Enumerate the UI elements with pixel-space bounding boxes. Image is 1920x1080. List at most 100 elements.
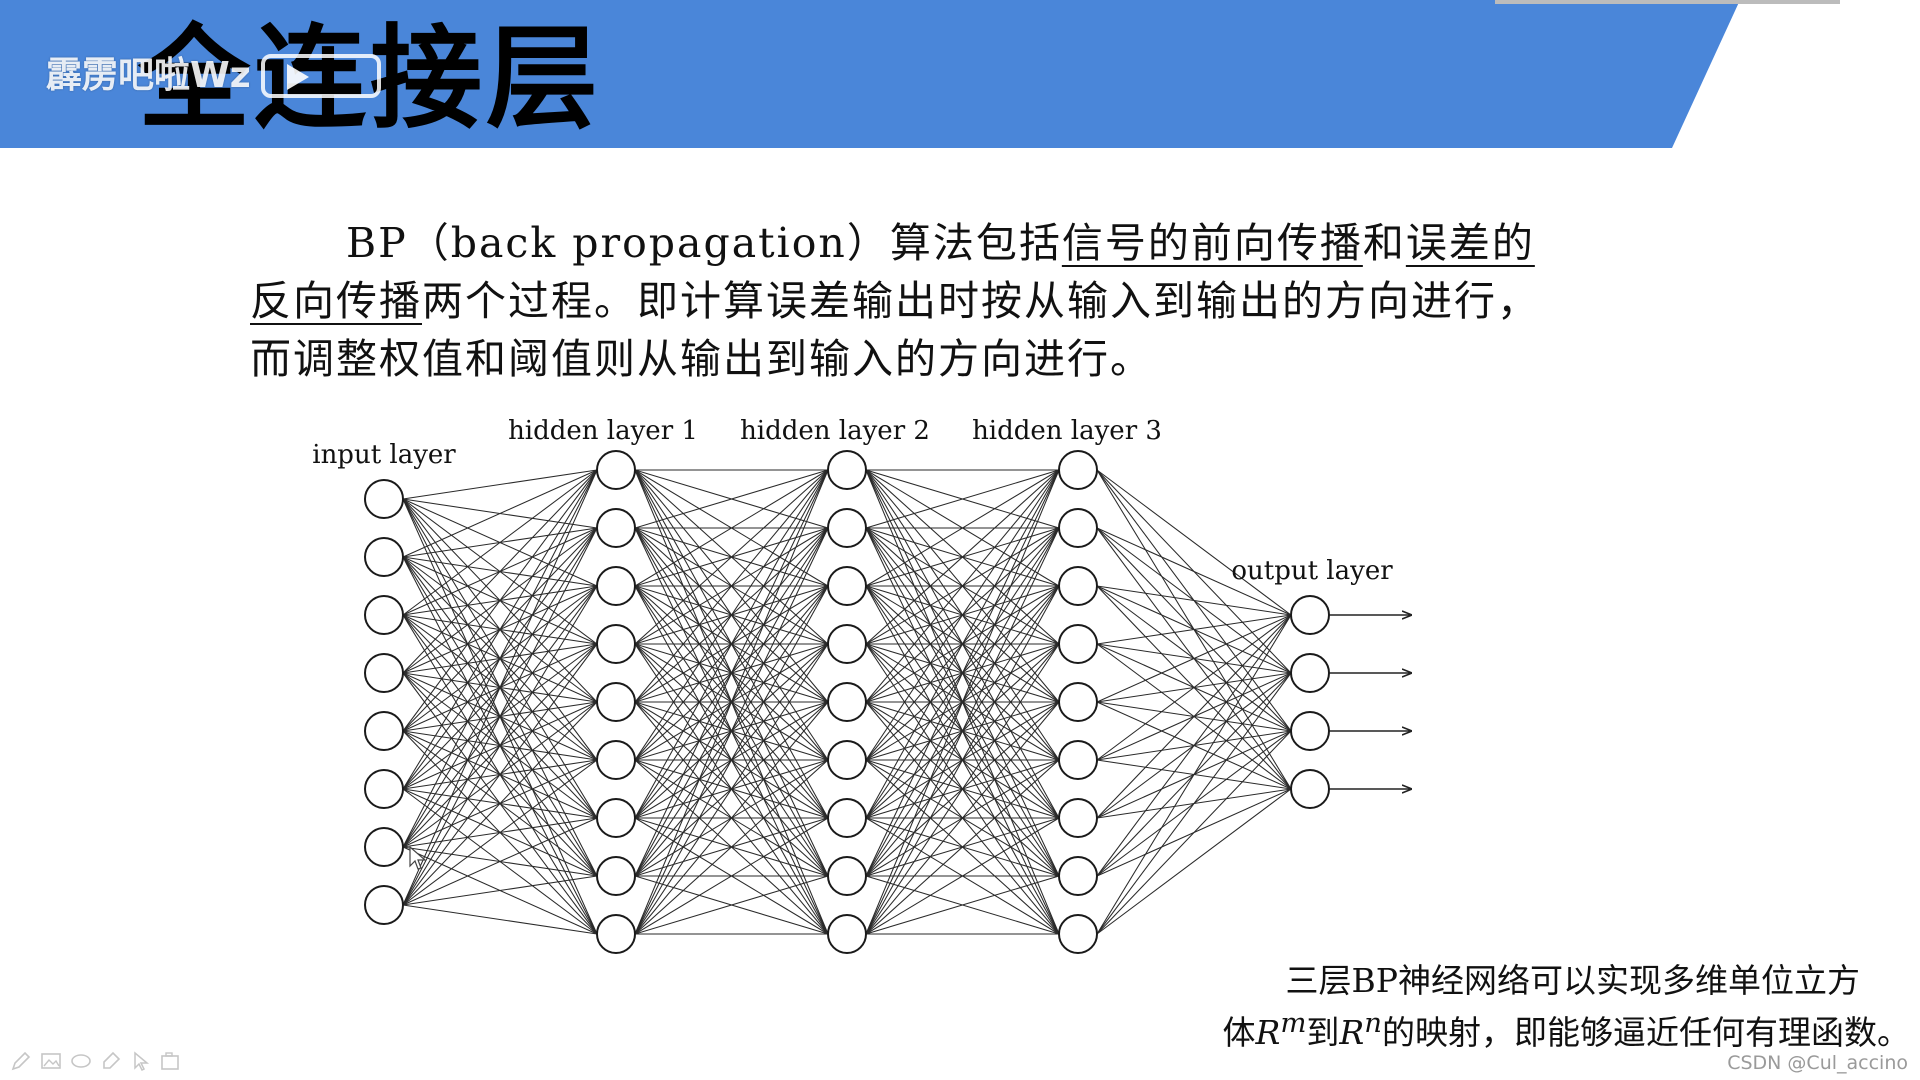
neuron-node	[1058, 566, 1098, 606]
math-sup-m: m	[1280, 1007, 1307, 1039]
neuron-node	[364, 827, 404, 867]
layer-label: hidden layer 2	[740, 416, 930, 446]
neuron-node	[827, 856, 867, 896]
neuron-node	[364, 653, 404, 693]
connection-edge	[634, 469, 829, 877]
header-shape	[0, 0, 1840, 148]
connection-edge	[634, 469, 829, 587]
connection-edge	[865, 527, 1060, 935]
neuron-node	[596, 450, 636, 490]
connection-edge	[865, 817, 1060, 935]
neuron-node	[827, 914, 867, 954]
connection-edge	[402, 469, 598, 674]
neuron-node	[364, 479, 404, 519]
connection-edge	[634, 527, 829, 935]
neuron-node	[1058, 624, 1098, 664]
connection-edge	[402, 469, 598, 732]
neuron-node	[827, 566, 867, 606]
connection-edge	[1096, 614, 1292, 761]
connection-edge	[402, 527, 598, 906]
connection-edge	[865, 585, 1060, 935]
connection-edge	[865, 469, 1060, 587]
video-watermark: 霹雳吧啦Wz	[46, 52, 381, 100]
neuron-node	[364, 885, 404, 925]
connection-edge	[634, 469, 829, 703]
neuron-node	[596, 566, 636, 606]
caption-text-b: 到	[1306, 1013, 1340, 1052]
neuron-node	[827, 740, 867, 780]
neuron-node	[1058, 508, 1098, 548]
connection-edge	[1096, 788, 1292, 935]
connection-edge	[402, 469, 598, 616]
camera-icon[interactable]	[160, 1050, 182, 1072]
connection-edge	[402, 643, 598, 906]
connection-edge	[1096, 614, 1292, 877]
connection-edge	[634, 469, 829, 529]
caption: 三层BP神经网络可以实现多维单位立方 体Rm到Rn的映射，即能够逼近任何有理函数…	[1150, 960, 1910, 1054]
connection-edge	[634, 817, 829, 935]
watermark-text: 霹雳吧啦Wz	[46, 55, 251, 96]
connection-edge	[634, 759, 829, 935]
connection-edge	[402, 817, 598, 906]
connection-edge	[865, 469, 1060, 935]
connection-edge	[865, 875, 1060, 935]
bp-description: BP（back propagation）算法包括信号的前向传播和误差的反向传播两…	[250, 214, 1540, 388]
bilibili-logo-icon	[260, 54, 381, 98]
connection-edge	[865, 469, 1060, 761]
connection-edge	[634, 469, 829, 645]
para-underline-backward: 误差的反向传播	[250, 219, 1535, 325]
output-arrows	[1329, 615, 1411, 789]
neuron-node	[596, 798, 636, 838]
math-r-m: Rm	[1255, 1007, 1306, 1052]
neuron-node	[596, 624, 636, 664]
neuron-node	[1290, 711, 1330, 751]
connection-edge	[865, 469, 1060, 819]
image-icon[interactable]	[40, 1050, 62, 1072]
connection-edge	[634, 469, 829, 761]
para-text-2: 和	[1362, 219, 1406, 267]
neurons	[364, 450, 1330, 954]
connection-edge	[402, 875, 598, 906]
math-sup-n: n	[1364, 1007, 1382, 1039]
connection-edge	[1096, 614, 1292, 819]
csdn-credit: CSDN @Cul_accino	[1727, 1052, 1908, 1074]
neuron-node	[596, 914, 636, 954]
neuron-node	[1058, 798, 1098, 838]
connection-edge	[865, 701, 1060, 935]
connection-edge	[402, 469, 598, 906]
math-r-n: Rn	[1339, 1007, 1382, 1052]
neuron-node	[827, 798, 867, 838]
connection-edge	[634, 643, 829, 935]
math-r: R	[1255, 1013, 1281, 1052]
connection-edge	[402, 469, 598, 558]
neuron-node	[827, 450, 867, 490]
connection-edge	[1096, 469, 1292, 616]
pointer-icon[interactable]	[130, 1050, 152, 1072]
connection-edge	[865, 759, 1060, 935]
math-r: R	[1339, 1013, 1365, 1052]
neuron-node	[1058, 856, 1098, 896]
connection-edge	[1096, 614, 1292, 935]
neuron-node	[1058, 450, 1098, 490]
neuron-node	[1058, 740, 1098, 780]
highlighter-icon[interactable]	[100, 1050, 122, 1072]
connection-edge	[634, 469, 829, 935]
connections	[402, 469, 1292, 935]
layer-label: hidden layer 1	[508, 416, 698, 446]
neuron-node	[1290, 653, 1330, 693]
mouse-cursor-icon	[409, 846, 427, 870]
annotation-toolbar	[10, 1048, 182, 1074]
eraser-icon[interactable]	[70, 1050, 92, 1072]
connection-edge	[1096, 614, 1292, 703]
neuron-node	[1058, 914, 1098, 954]
connection-edge	[634, 469, 829, 819]
connection-edge	[865, 469, 1060, 529]
connection-edge	[1096, 527, 1292, 616]
neuron-node	[596, 740, 636, 780]
pen-icon[interactable]	[10, 1050, 32, 1072]
layer-label: output layer	[1231, 556, 1393, 586]
neuron-node	[1058, 682, 1098, 722]
connection-edge	[634, 701, 829, 935]
